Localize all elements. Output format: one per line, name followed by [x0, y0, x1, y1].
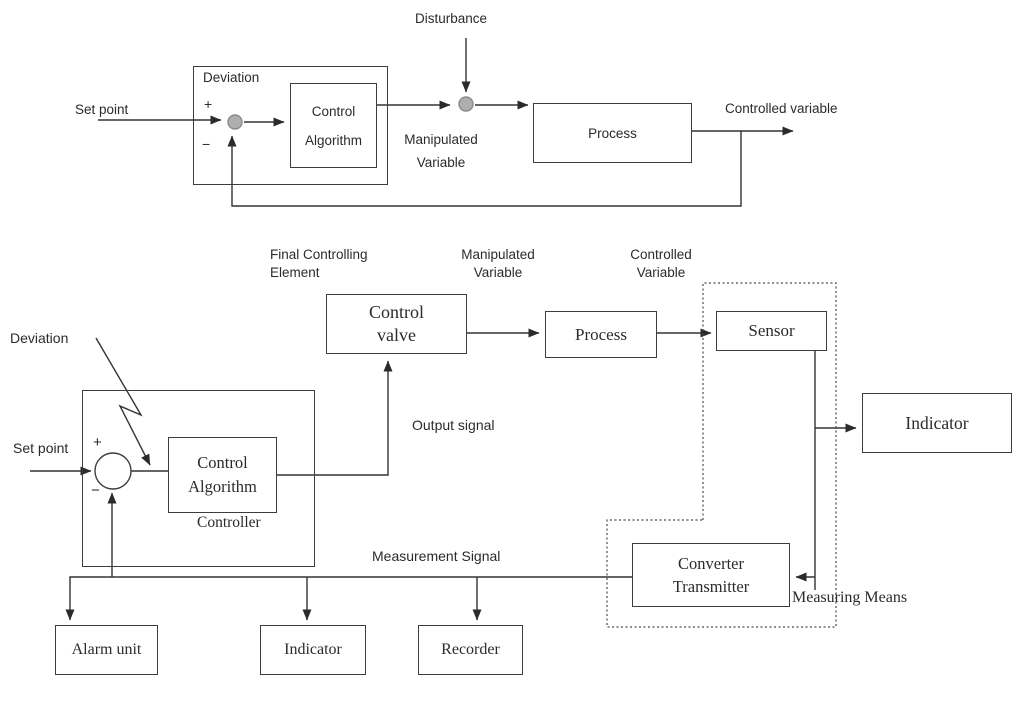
top-disturbance-junction — [458, 96, 474, 112]
top-process-label: Process — [588, 125, 637, 141]
top-control-algorithm-box: Control Algorithm — [290, 83, 377, 168]
top-process-box: Process — [533, 103, 692, 163]
bottom-summing-junction — [94, 452, 132, 490]
indicator-bottom-box: Indicator — [260, 625, 366, 675]
controller-label: Controller — [197, 514, 261, 531]
measuring-means-label: Measuring Means — [792, 589, 908, 606]
output-signal-label: Output signal — [412, 417, 495, 433]
top-comparator-group-box — [193, 66, 388, 185]
top-disturbance-label: Disturbance — [415, 11, 488, 26]
top-deviation-label: Deviation — [203, 70, 260, 85]
control-valve-box: Control valve — [326, 294, 467, 354]
controller-group-box — [82, 390, 315, 567]
recorder-label: Recorder — [441, 641, 500, 658]
indicator-right-box: Indicator — [862, 393, 1012, 453]
top-controlled-variable-label: Controlled variable — [725, 101, 838, 116]
bottom-deviation-label: Deviation — [10, 330, 69, 346]
measurement-line-to-alarm — [65, 576, 632, 621]
top-plus-sign: + — [204, 96, 213, 112]
indicator-right-label: Indicator — [905, 412, 969, 433]
converter-transmitter-label: Converter Transmitter — [672, 554, 750, 596]
recorder-box: Recorder — [418, 625, 523, 675]
bottom-minus-sign: − — [91, 482, 100, 499]
control-valve-label: Control valve — [368, 302, 424, 345]
top-setpoint-label: Set point — [75, 102, 129, 117]
indicator-bottom-label: Indicator — [284, 641, 342, 658]
top-control-algorithm-label: Control Algorithm — [304, 103, 363, 148]
bottom-manipulated-variable-label: Manipulated Variable — [461, 247, 535, 280]
measuring-means-dotted-boundary — [606, 282, 837, 628]
final-controlling-element-label: Final Controlling Element — [270, 247, 368, 280]
measurement-signal-label: Measurement Signal — [372, 548, 501, 564]
alarm-unit-label: Alarm unit — [71, 641, 142, 658]
bottom-process-label: Process — [575, 324, 627, 344]
top-feedback-path — [227, 131, 742, 207]
sensor-label: Sensor — [748, 321, 795, 340]
bottom-controlled-variable-label: Controlled Variable — [630, 247, 692, 280]
bottom-setpoint-label: Set point — [13, 440, 69, 456]
bottom-control-algorithm-label: Control Algorithm — [188, 453, 257, 496]
top-summing-junction — [227, 114, 243, 130]
alarm-unit-box: Alarm unit — [55, 625, 158, 675]
deviation-callout-arrow — [95, 337, 151, 466]
top-minus-sign: − — [202, 136, 211, 152]
converter-transmitter-box: Converter Transmitter — [632, 543, 790, 607]
sensor-box: Sensor — [716, 311, 827, 351]
top-manipulated-variable-label: Manipulated Variable — [404, 132, 478, 170]
bottom-control-algorithm-box: Control Algorithm — [168, 437, 277, 513]
bottom-process-box: Process — [545, 311, 657, 358]
bottom-plus-sign: + — [93, 434, 102, 451]
